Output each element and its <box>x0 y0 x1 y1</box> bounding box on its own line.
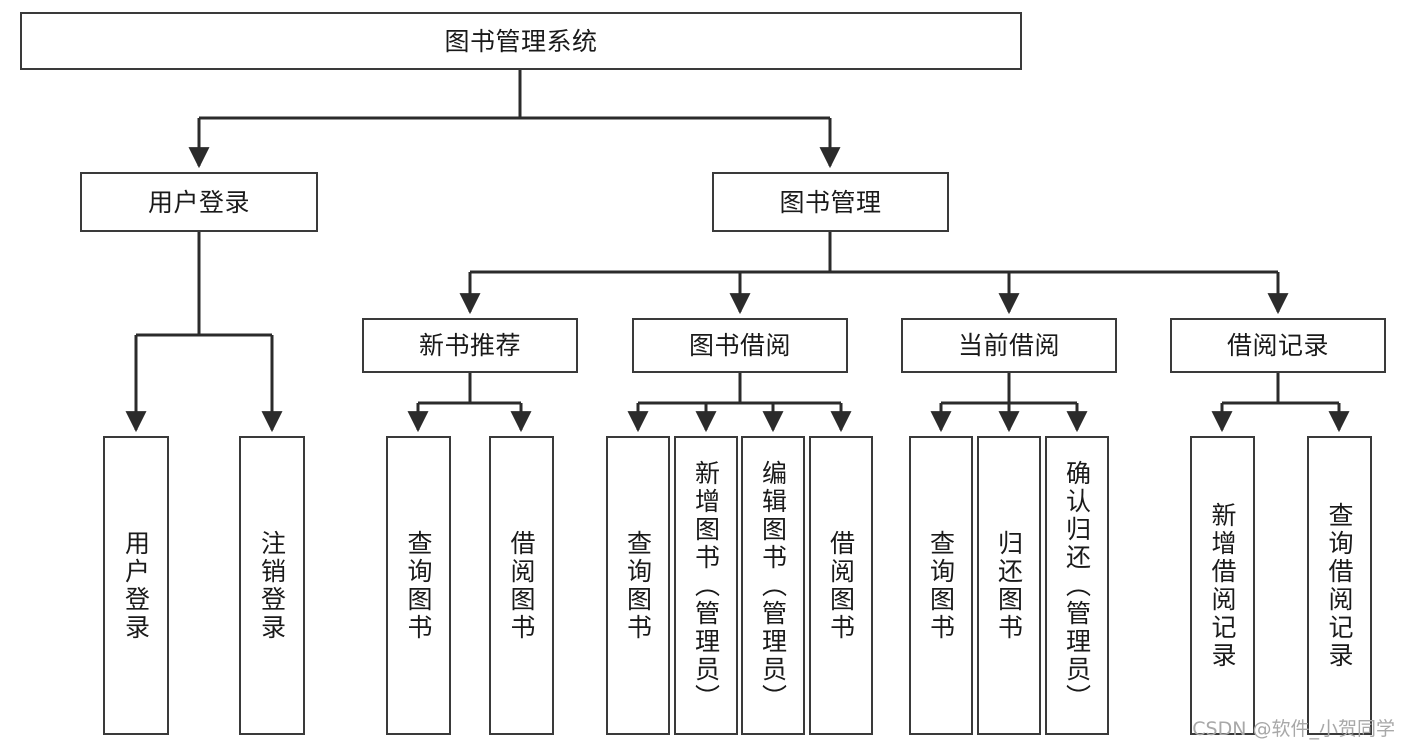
node-leaf-edit-book-label: 编辑图书（管理员） <box>758 459 788 712</box>
node-user-login-label: 用户登录 <box>147 187 250 217</box>
node-book-borrow[interactable]: 图书借阅 <box>632 318 848 373</box>
node-book-management-label: 图书管理 <box>779 187 882 217</box>
node-leaf-user-login-label: 用户登录 <box>121 529 151 642</box>
node-leaf-add-record[interactable]: 新增借阅记录 <box>1190 436 1255 735</box>
node-root[interactable]: 图书管理系统 <box>20 12 1022 70</box>
node-leaf-return-book-label: 归还图书 <box>994 529 1024 642</box>
node-book-borrow-label: 图书借阅 <box>688 331 791 360</box>
node-borrow-record-label: 借阅记录 <box>1226 331 1329 360</box>
node-new-book-recommend-label: 新书推荐 <box>418 331 521 360</box>
node-leaf-return-book[interactable]: 归还图书 <box>977 436 1041 735</box>
node-leaf-borrow-book-2-label: 借阅图书 <box>826 529 856 642</box>
node-leaf-confirm-return-label: 确认归还（管理员） <box>1062 459 1092 712</box>
node-borrow-record[interactable]: 借阅记录 <box>1170 318 1386 373</box>
node-new-book-recommend[interactable]: 新书推荐 <box>362 318 578 373</box>
node-leaf-borrow-book-1-label: 借阅图书 <box>507 529 536 642</box>
node-user-login[interactable]: 用户登录 <box>80 172 318 232</box>
node-leaf-borrow-book-2[interactable]: 借阅图书 <box>809 436 873 735</box>
node-current-borrow-label: 当前借阅 <box>957 331 1060 360</box>
node-leaf-query-book-3[interactable]: 查询图书 <box>909 436 973 735</box>
node-leaf-user-login[interactable]: 用户登录 <box>103 436 169 735</box>
node-leaf-add-book[interactable]: 新增图书（管理员） <box>674 436 738 735</box>
node-book-management[interactable]: 图书管理 <box>712 172 949 232</box>
node-leaf-logout-label: 注销登录 <box>257 529 287 642</box>
node-leaf-query-book-1-label: 查询图书 <box>404 529 433 642</box>
node-leaf-query-book-2[interactable]: 查询图书 <box>606 436 670 735</box>
node-leaf-logout[interactable]: 注销登录 <box>239 436 305 735</box>
node-leaf-query-book-3-label: 查询图书 <box>926 529 956 642</box>
node-leaf-query-record[interactable]: 查询借阅记录 <box>1307 436 1372 735</box>
node-root-label: 图书管理系统 <box>444 26 598 56</box>
node-leaf-confirm-return[interactable]: 确认归还（管理员） <box>1045 436 1109 735</box>
node-leaf-edit-book[interactable]: 编辑图书（管理员） <box>741 436 805 735</box>
node-current-borrow[interactable]: 当前借阅 <box>901 318 1117 373</box>
node-leaf-borrow-book-1[interactable]: 借阅图书 <box>489 436 554 735</box>
node-leaf-query-record-label: 查询借阅记录 <box>1325 501 1354 670</box>
node-leaf-query-book-1[interactable]: 查询图书 <box>386 436 451 735</box>
node-leaf-add-record-label: 新增借阅记录 <box>1208 501 1237 670</box>
node-leaf-query-book-2-label: 查询图书 <box>623 529 653 642</box>
node-leaf-add-book-label: 新增图书（管理员） <box>691 459 721 712</box>
